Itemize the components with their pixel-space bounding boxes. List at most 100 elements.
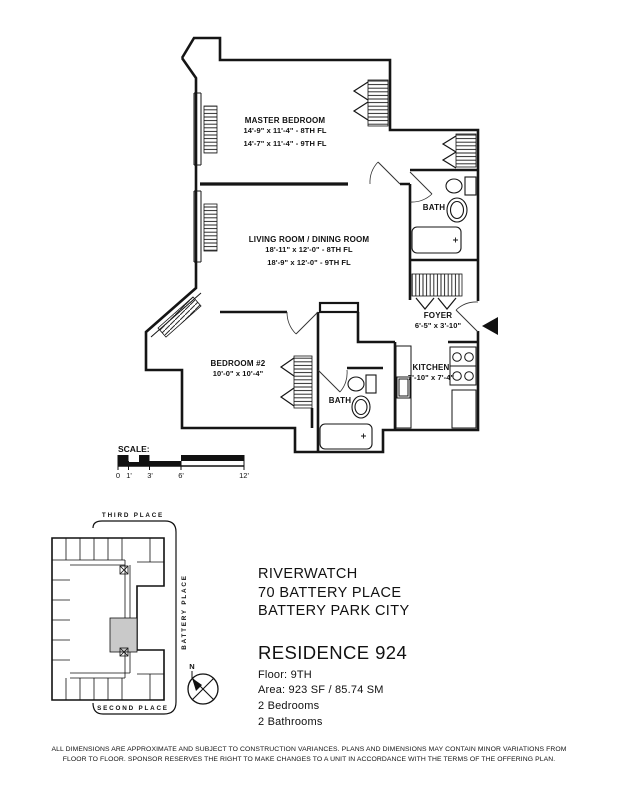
room-label-bath-upper: BATH	[423, 203, 445, 212]
building-name: RIVERWATCH	[258, 566, 358, 582]
toilet-icon	[365, 374, 377, 394]
stair-icon	[119, 565, 129, 575]
detail-bedrooms: 2 Bedrooms	[258, 700, 320, 713]
compass-rose-icon: N	[187, 662, 219, 705]
scale-tick: 6'	[178, 471, 184, 480]
master-closet	[352, 79, 389, 127]
convector-unit	[203, 203, 218, 252]
room-label-bedroom-2: BEDROOM #2 10'-0" x 10'-4"	[211, 359, 266, 381]
interior-wall	[220, 168, 478, 452]
burner-icon	[452, 352, 462, 362]
entry-door	[455, 301, 479, 333]
room-name: MASTER BEDROOM	[244, 116, 326, 125]
sink-icon	[354, 398, 368, 416]
room-label-kitchen: KITCHEN 7'-10" x 7'-4"	[408, 363, 454, 385]
convector-unit	[203, 105, 218, 154]
street-line	[92, 520, 177, 715]
corner-window	[150, 292, 202, 338]
disclaimer: ALL DIMENSIONS ARE APPROXIMATE AND SUBJE…	[51, 745, 566, 764]
burner-icon	[464, 352, 474, 362]
bathtub-icon	[411, 226, 462, 254]
building-city: BATTERY PARK CITY	[258, 603, 410, 619]
room-name: BATH	[422, 203, 446, 212]
bifold-door-icon	[415, 297, 457, 310]
toilet-icon	[347, 376, 365, 392]
scale-tick: 0	[116, 471, 120, 480]
foyer-closet	[411, 273, 463, 310]
bifold-door-icon	[352, 81, 369, 121]
door-swings	[286, 161, 479, 393]
scale-tick: 12'	[239, 471, 249, 480]
room-dimension: 18'-9" x 12'-0" - 9TH FL	[267, 257, 351, 267]
burner-icon	[464, 371, 474, 381]
residence-details: Floor: 9TH Area: 923 SF / 85.74 SM 2 Bed…	[258, 668, 410, 731]
room-dimension: 10'-0" x 10'-4"	[212, 369, 264, 378]
toilet-icon	[445, 178, 463, 194]
scale-bar: SCALE: 0 1' 3' 6' 12'	[116, 444, 250, 480]
room-name: KITCHEN	[412, 363, 450, 372]
detail-bathrooms: 2 Bathrooms	[258, 715, 323, 728]
project-info: RIVERWATCH 70 BATTERY PLACE BATTERY PARK…	[258, 565, 410, 731]
room-label-master-bedroom: MASTER BEDROOM 14'-9" x 11'-4" - 8TH FL …	[243, 116, 326, 150]
room-dimension: 18'-11" x 12'-0" - 8TH FL	[265, 245, 353, 254]
disclaimer-line: ALL DIMENSIONS ARE APPROXIMATE AND SUBJE…	[51, 746, 567, 753]
window	[193, 92, 218, 166]
window	[193, 190, 218, 263]
detail-area: Area: 923 SF / 85.74 SM	[258, 684, 384, 697]
convector-unit	[157, 296, 202, 338]
room-label-foyer: FOYER 6'-5" x 3'-10"	[415, 311, 461, 333]
room-name: BATH	[328, 396, 352, 405]
sink-icon	[449, 200, 465, 220]
detail-floor: Floor: 9TH	[258, 668, 312, 681]
bifold-door-icon	[441, 135, 457, 169]
residence-title: RESIDENCE 924	[258, 641, 408, 663]
kitchen-fixtures	[395, 345, 477, 429]
hall-closet	[441, 133, 477, 169]
highlighted-unit	[109, 617, 138, 653]
room-dimension: 7'-10" x 7'-4"	[407, 373, 455, 382]
bath-fixtures-lower	[319, 374, 377, 450]
scale-label: SCALE:	[118, 444, 150, 454]
room-dimension: 6'-5" x 3'-10"	[414, 321, 462, 330]
kitchen-counter	[395, 345, 412, 429]
room-name: BEDROOM #2	[210, 359, 266, 368]
bathtub-icon	[319, 423, 373, 450]
faucet-icon	[361, 433, 366, 439]
stair-icon	[119, 647, 129, 657]
site-plan: THIRD PLACE SECOND PLACE BATTERY PLACE	[51, 512, 219, 715]
disclaimer-line: FLOOR TO FLOOR. SPONSOR RESERVES THE RIG…	[62, 755, 556, 763]
windows	[150, 92, 218, 338]
wall-chunk	[318, 301, 360, 314]
master-bedroom-door	[369, 161, 401, 185]
outer-wall	[180, 36, 480, 301]
bifold-door-icon	[279, 357, 295, 407]
room-name: FOYER	[423, 311, 453, 320]
burner-icon	[452, 371, 462, 381]
scale-tick: 1'	[126, 471, 132, 480]
outer-wall	[144, 57, 480, 454]
entry-arrow-icon	[482, 317, 498, 335]
toilet-icon	[464, 176, 477, 196]
room-dimension: 14'-7" x 11'-4" - 9TH FL	[243, 138, 327, 148]
kitchen-cabinet	[451, 389, 477, 429]
street-label-bottom: SECOND PLACE	[97, 705, 169, 712]
scale-tick: 3'	[147, 471, 153, 480]
bedroom2-door	[286, 311, 319, 335]
compass-north-label: N	[189, 662, 194, 671]
bath-fixtures-upper	[411, 176, 477, 254]
room-label-bath-lower: BATH	[329, 396, 351, 405]
apartment-walls	[144, 36, 480, 454]
building-address: 70 BATTERY PLACE	[258, 584, 402, 601]
street-label-right: BATTERY PLACE	[181, 574, 188, 649]
room-label-living-room: LIVING ROOM / DINING ROOM 18'-11" x 12'-…	[249, 235, 370, 269]
kitchen-sink-icon	[398, 378, 409, 397]
faucet-icon	[453, 237, 458, 243]
second-bath-door	[317, 369, 348, 393]
bedroom2-closet	[279, 355, 313, 409]
kitchen-sink-icon	[396, 376, 411, 399]
master-bath-door	[409, 171, 433, 203]
street-label-top: THIRD PLACE	[102, 512, 164, 519]
room-name: LIVING ROOM / DINING ROOM	[248, 235, 370, 244]
